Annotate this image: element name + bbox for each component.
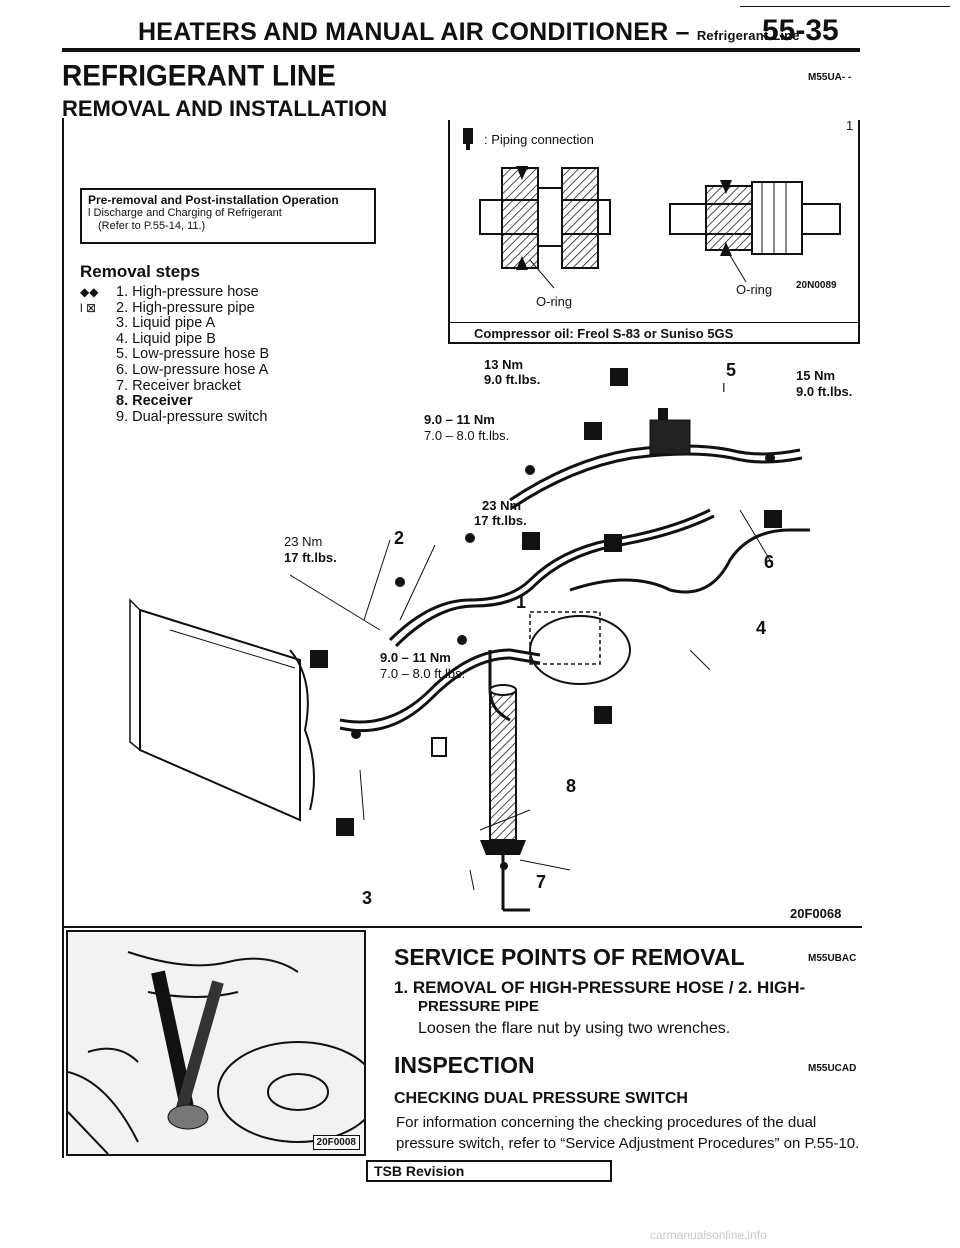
torque-label-1b: 9.0 ft.lbs. xyxy=(484,372,541,387)
inspection-subheading: CHECKING DUAL PRESSURE SWITCH xyxy=(394,1090,688,1107)
torque-label-4b: 17 ft.lbs. xyxy=(474,513,527,528)
list-item: 5. Low-pressure hose B xyxy=(116,346,270,363)
oring-right-label: O-ring xyxy=(736,282,773,297)
service-points-code: M55UBAC xyxy=(808,953,857,964)
piping-legend-text: : Piping connection xyxy=(484,131,594,147)
photo-figure-code: 20F0008 xyxy=(312,1135,360,1150)
inspection-title: INSPECTION xyxy=(394,1052,535,1078)
pre-operation-item: l Discharge and Charging of Refrigerant xyxy=(88,207,282,219)
page-number: 55-35 xyxy=(762,14,839,47)
pre-operation-title: Pre-removal and Post-installation Operat… xyxy=(88,193,339,207)
torque-label-6a: 9.0 – 11 Nm xyxy=(380,650,451,665)
callout-1: 1 xyxy=(516,592,527,612)
callout-5-marker: I xyxy=(722,380,726,395)
list-item: 7. Receiver bracket xyxy=(116,377,241,394)
service-subheading-2: PRESSURE PIPE xyxy=(418,998,539,1015)
watermark: carmanualsonline.info xyxy=(650,1228,767,1242)
callout-4: 4 xyxy=(756,618,767,638)
receiver-illustration xyxy=(480,684,530,912)
torque-label-6b: 7.0 – 8.0 ft.lbs. xyxy=(380,666,466,681)
inspection-body: For information concerning the checking … xyxy=(396,1114,860,1152)
torque-label-5a: 23 Nm xyxy=(284,534,323,549)
compressor-illustration xyxy=(529,611,631,685)
torque-label-5b: 17 ft.lbs. xyxy=(284,550,337,565)
oil-divider xyxy=(448,322,860,323)
compressor-oil-note: Compressor oil: Freol S-83 or Suniso 5GS xyxy=(474,326,734,341)
pre-operation-box: Pre-removal and Post-installation Operat… xyxy=(80,188,376,244)
grease-gun-icon xyxy=(463,128,473,150)
section-code: M55UA- - xyxy=(808,72,852,83)
list-item: 6. Low-pressure hose A xyxy=(116,361,269,378)
flare-nut-photo: 20F0008 xyxy=(66,930,366,1156)
wrench-photo-illustration xyxy=(68,932,364,1154)
service-points-title: SERVICE POINTS OF REMOVAL xyxy=(394,944,745,970)
frame-divider xyxy=(62,926,862,928)
inspection-code: M55UCAD xyxy=(808,1063,857,1074)
piping-legend: : Piping connection xyxy=(460,128,594,150)
callout-3: 3 xyxy=(362,888,373,908)
top-rule xyxy=(740,6,950,7)
callout-5: 5 xyxy=(726,360,737,380)
dual-pressure-switch-illustration xyxy=(649,408,691,455)
oring-left-label: O-ring xyxy=(536,294,573,309)
torque-label-2a: 15 Nm xyxy=(796,368,836,383)
section-title: REFRIGERANT LINE xyxy=(62,59,336,92)
refrigerant-line-diagram xyxy=(129,368,810,912)
callout-6: 6 xyxy=(764,552,775,572)
list-item: 3. Liquid pipe A xyxy=(116,315,216,332)
removal-steps-list: ◆◆1. High-pressure hose l ⊠2. High-press… xyxy=(80,284,270,425)
header-rule xyxy=(62,48,860,52)
tsb-revision-box: TSB Revision xyxy=(366,1160,612,1182)
callout-2: 2 xyxy=(394,528,405,548)
frame-left xyxy=(62,118,64,1158)
piping-figure-code: 20N0089 xyxy=(796,280,837,291)
list-item: 9. Dual-pressure switch xyxy=(116,408,268,425)
condenser-illustration xyxy=(129,598,315,822)
torque-label-4a: 23 Nm xyxy=(482,498,522,513)
list-item: l ⊠2. High-pressure pipe xyxy=(80,299,255,316)
list-item: 4. Liquid pipe B xyxy=(116,330,216,347)
removal-steps-title: Removal steps xyxy=(80,262,200,281)
torque-label-2b: 9.0 ft.lbs. xyxy=(796,384,853,399)
callout-7: 7 xyxy=(536,872,547,892)
service-subheading-1: 1. REMOVAL OF HIGH-PRESSURE HOSE / 2. HI… xyxy=(394,978,806,997)
torque-label-1a: 13 Nm xyxy=(484,357,524,372)
pipe-routing xyxy=(339,444,810,733)
list-item: ◆◆1. High-pressure hose xyxy=(80,284,259,300)
n-badges xyxy=(310,368,782,836)
torque-label-3a: 9.0 – 11 Nm xyxy=(424,412,495,427)
section-subtitle: REMOVAL AND INSTALLATION xyxy=(62,96,388,121)
header-title: HEATERS AND MANUAL AIR CONDITIONER – Ref… xyxy=(138,18,800,47)
piping-connection-box xyxy=(448,120,860,344)
pre-operation-ref: (Refer to P.55-14, 11.) xyxy=(98,220,206,232)
piping-connection-illustration xyxy=(479,166,841,289)
diagram-figure-code: 20F0068 xyxy=(790,906,842,921)
list-item: 8. Receiver xyxy=(116,393,193,410)
header-title-main: HEATERS AND MANUAL AIR CONDITIONER – xyxy=(138,18,690,46)
torque-label-3b: 7.0 – 8.0 ft.lbs. xyxy=(424,428,510,443)
piping-corner-number: 1 xyxy=(846,118,854,133)
callout-8: 8 xyxy=(566,776,577,796)
service-body: Loosen the flare nut by using two wrench… xyxy=(418,1020,731,1037)
header-title-small: Refrigerant Line xyxy=(696,28,800,43)
